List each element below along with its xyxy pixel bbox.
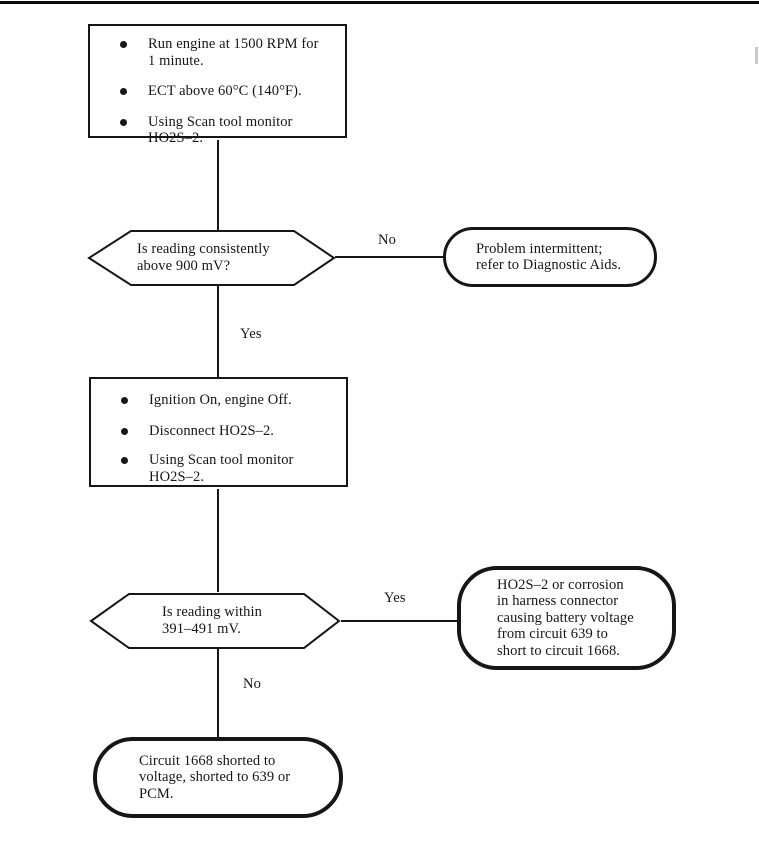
branch-label-no-1: No xyxy=(378,232,397,248)
terminal-text: Circuit 1668 shorted to voltage, shorted… xyxy=(139,752,291,802)
bullet-list: Run engine at 1500 RPM for 1 minute. ECT… xyxy=(92,26,343,161)
bullet-marker xyxy=(121,427,128,435)
branch-label-yes-1: Yes xyxy=(240,326,262,342)
bullet-marker xyxy=(120,118,127,126)
bullet-text: ECT above 60°C (140°F). xyxy=(148,83,302,99)
connector-decision1-step2 xyxy=(217,286,219,377)
decision2-text: Is reading within 391–491 mV. xyxy=(162,604,262,637)
process-box-ignition-on: Ignition On, engine Off. Disconnect HO2S… xyxy=(89,377,348,487)
terminal-text: HO2S–2 or corrosion in harness connector… xyxy=(497,576,634,659)
bullet-text: Using Scan tool monitor HO2S–2. xyxy=(149,452,294,485)
terminal-text: Problem intermittent; refer to Diagnosti… xyxy=(476,240,622,274)
terminal-circuit-shorted: Circuit 1668 shorted to voltage, shorted… xyxy=(93,737,343,818)
page-top-rule xyxy=(0,1,759,4)
bullet-item: Disconnect HO2S–2. xyxy=(93,423,344,440)
decision1-hexagon xyxy=(87,230,336,286)
connector-decision2-terminal2 xyxy=(341,620,457,622)
bullet-marker xyxy=(120,41,127,48)
right-edge-mark xyxy=(755,47,758,64)
bullet-item: ECT above 60°C (140°F). xyxy=(92,83,343,100)
decision2-hexagon xyxy=(89,593,341,649)
branch-label-yes-2: Yes xyxy=(384,590,406,606)
bullet-text: Disconnect HO2S–2. xyxy=(149,422,275,439)
terminal-problem-intermittent: Problem intermittent; refer to Diagnosti… xyxy=(443,227,657,287)
bullet-text: Run engine at 1500 RPM for 1 minute. xyxy=(148,36,319,69)
bullet-marker xyxy=(121,397,128,404)
bullet-marker xyxy=(121,457,128,464)
decision2-shape xyxy=(89,593,341,649)
decision1-text: Is reading consistently above 900 mV? xyxy=(137,241,270,274)
bullet-item: Run engine at 1500 RPM for 1 minute. xyxy=(92,36,343,69)
bullet-item: Using Scan tool monitor HO2S–2. xyxy=(92,114,343,147)
bullet-text: Ignition On, engine Off. xyxy=(149,392,292,408)
bullet-item: Ignition On, engine Off. xyxy=(93,392,344,409)
connector-step2-decision2 xyxy=(217,489,219,592)
decision1-shape xyxy=(87,230,336,286)
bullet-marker xyxy=(120,88,127,95)
bullet-list: Ignition On, engine Off. Disconnect HO2S… xyxy=(93,379,344,499)
terminal-harness-corrosion: HO2S–2 or corrosion in harness connector… xyxy=(457,566,676,670)
connector-step1-decision1 xyxy=(217,140,219,230)
bullet-item: Using Scan tool monitor HO2S–2. xyxy=(93,452,344,485)
connector-decision1-terminal1 xyxy=(335,256,443,258)
connector-decision2-terminal3 xyxy=(217,649,219,737)
bullet-text: Using Scan tool monitor HO2S–2. xyxy=(148,113,293,147)
process-box-run-engine: Run engine at 1500 RPM for 1 minute. ECT… xyxy=(88,24,347,146)
branch-label-no-2: No xyxy=(243,676,262,692)
